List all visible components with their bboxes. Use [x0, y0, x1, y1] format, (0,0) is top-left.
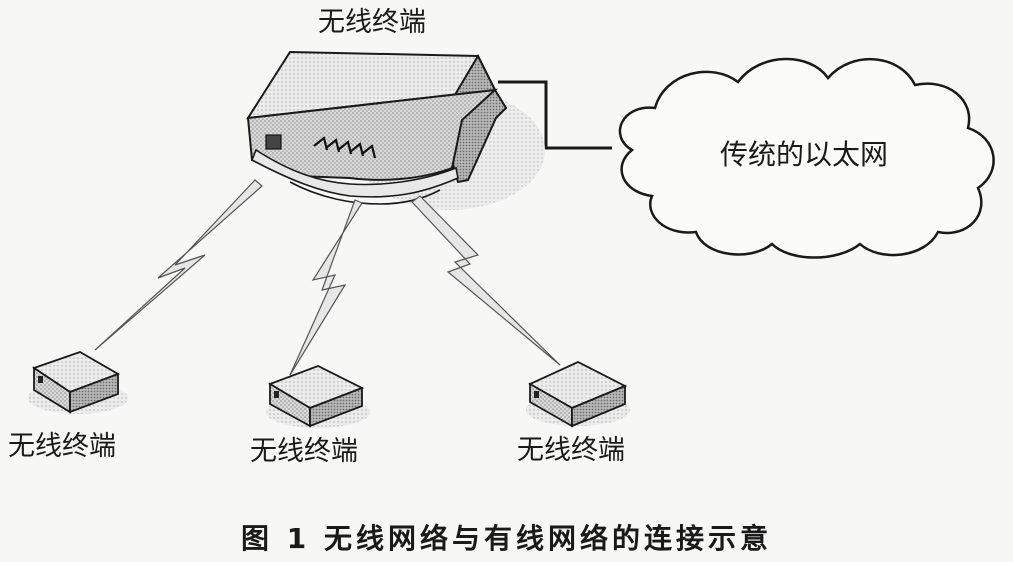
access-point-device — [246, 50, 508, 205]
terminal-device-right — [526, 361, 630, 428]
access-point-label: 无线终端 — [318, 7, 426, 38]
figure-caption: 图 1 无线网络与有线网络的连接示意 — [241, 522, 772, 555]
terminal-label-right: 无线终端 — [517, 435, 625, 466]
wireless-link-left — [94, 179, 263, 351]
wireless-link-middle — [289, 199, 363, 376]
terminal-device-middle — [266, 365, 370, 428]
wired-connection-line — [498, 80, 612, 150]
terminal-device-left — [28, 351, 128, 414]
vent-slots — [313, 136, 377, 159]
power-indicator — [265, 134, 282, 150]
wireless-link-right — [411, 195, 561, 366]
terminal-label-middle: 无线终端 — [250, 436, 358, 467]
cloud-label: 传统的以太网 — [720, 138, 889, 171]
ethernet-cloud — [618, 57, 995, 259]
terminal-label-left: 无线终端 — [8, 431, 116, 462]
